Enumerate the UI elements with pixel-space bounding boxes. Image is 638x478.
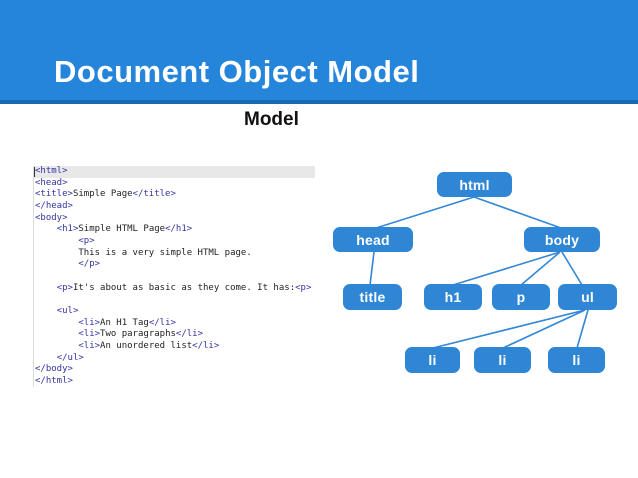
code-line: </head> [35,200,73,211]
tree-node-h1: h1 [424,284,482,310]
code-line: <p> [78,235,95,246]
code-line: <li>An H1 Tag</li> [78,317,176,328]
tree-node-head: head [333,227,413,252]
tree-node-label: body [544,231,580,248]
slide-subtitle: Model [244,109,299,130]
tree-edge-html-body [473,196,562,229]
code-line [34,271,315,283]
tree-node-html: html [437,172,512,197]
tree-node-li-2: li [474,347,531,373]
code-line: <li>Two paragraphs</li> [78,329,203,340]
tree-node-label: title [359,289,386,305]
code-line: <body> [35,212,68,223]
code-line: <p>It's about as basic as they come. It … [56,282,312,293]
tree-edge-html-head [375,196,475,229]
code-editor: <html><head><title>Simple Page</title></… [33,166,315,388]
tree-node-label: ul [581,289,594,305]
code-line: <title>Simple Page</title> [35,189,176,200]
tree-edge-ul-li3 [576,309,589,349]
code-line: </p> [78,259,101,270]
tree-edge-head-title [369,251,375,286]
tree-edge-body-ul [561,251,583,286]
code-line: <html> [34,166,315,178]
code-line: </body> [35,364,73,375]
code-line: <h1>Simple HTML Page</h1> [56,224,193,235]
tree-node-label: head [356,231,390,248]
code-line: </html> [35,375,73,386]
tree-node-li-1: li [405,347,460,373]
header-banner: Document Object Model [0,0,638,104]
code-line: </ul> [56,352,84,363]
code-line: <ul> [56,305,79,316]
tree-node-title: title [343,284,402,310]
tree-edge-ul-li2 [502,309,586,349]
tree-edge-ul-li1 [432,309,586,349]
tree-edge-body-p [520,251,561,286]
tree-node-label: p [516,289,526,305]
tree-node-label: li [498,352,507,368]
tree-node-label: html [459,176,490,193]
tree-node-label: li [572,352,581,368]
tree-node-body: body [524,227,600,252]
tree-node-ul: ul [558,284,617,310]
tree-edge-body-h1 [452,251,561,286]
tree-node-p: p [492,284,550,310]
code-line [34,294,315,306]
tree-node-li-3: li [548,347,605,373]
slide-title: Document Object Model [54,54,420,89]
tree-node-label: li [428,352,437,368]
code-line: This is a very simple HTML page. [35,247,252,258]
code-line: <li>An unordered list</li> [78,340,220,351]
code-line: <head> [35,177,68,188]
tree-node-label: h1 [444,289,462,305]
